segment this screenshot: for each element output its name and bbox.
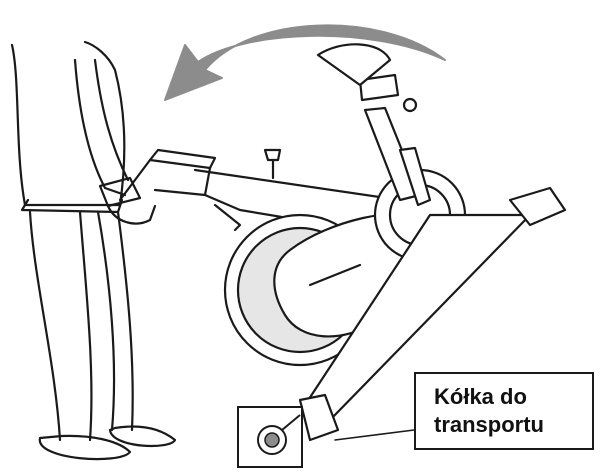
transport-wheels-callout: Kółka do transportu: [414, 372, 594, 450]
transport-wheel-icon: [237, 406, 303, 468]
exercise-bike: [118, 43, 567, 442]
callout-line-1: Kółka do: [434, 384, 527, 409]
callout-line-2: transportu: [434, 412, 544, 437]
person-figure: [10, 40, 177, 461]
curved-arrow-icon: [164, 24, 446, 101]
